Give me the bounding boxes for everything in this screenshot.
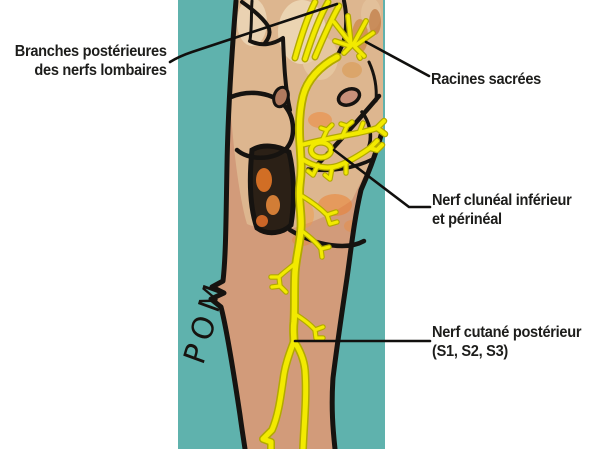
label-lumbar-branches: Branches postérieures des nerfs lombaire… (15, 42, 167, 80)
label-lumbar-line1: Branches postérieures (14, 43, 167, 60)
label-cluneal-line2: et périnéal (432, 211, 502, 228)
label-cutaneous-line1: Nerf cutané postérieur (432, 324, 582, 341)
ischial-window (247, 143, 296, 236)
label-cutaneous-line2: (S1, S2, S3) (432, 343, 508, 360)
label-sacral-roots: Racines sacrées (431, 71, 541, 88)
leader-cluneal (332, 148, 432, 209)
leader-sacral (364, 40, 431, 78)
label-posterior-cutaneous-nerve: Nerf cutané postérieur (S1, S2, S3) (432, 323, 582, 361)
label-inferior-cluneal-nerve: Nerf clunéal inférieur et périnéal (432, 191, 572, 229)
label-cluneal-line1: Nerf clunéal inférieur (432, 192, 572, 209)
leader-lumbar (168, 2, 339, 64)
leader-lines (168, 2, 432, 343)
label-lumbar-line2: des nerfs lombaires (34, 62, 168, 79)
